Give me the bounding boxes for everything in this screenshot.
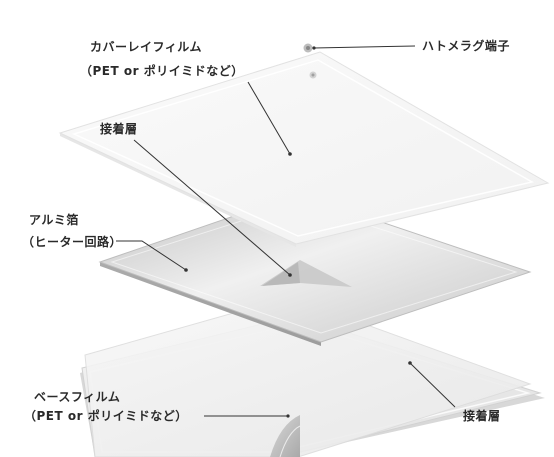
base-film-material-label: （PET or ポリイミドなど） [24,409,188,423]
grommet-terminal-icon [303,43,317,79]
leader-adhesive-upper [133,139,291,276]
cover-film-sheet [58,51,550,247]
lower-adhesive-sheet [84,296,532,457]
cover-film-material-label: （PET or ポリイミドなど） [80,64,244,78]
adhesive-lower-label: 接着層 [463,409,501,423]
aluminum-foil-label: アルミ箔 [29,213,79,227]
cover-film-label: カバーレイフィルム [90,40,203,54]
base-film-label: ベースフィルム [34,390,121,404]
adhesive-upper-label: 接着層 [100,122,138,136]
leader-adhesive-lower [409,362,456,408]
grommet-terminal-label: ハトメラグ端子 [422,39,510,53]
leader-lines [116,45,456,418]
leader-terminal [313,45,416,49]
aluminum-foil-note-label: （ヒーター回路） [22,235,123,249]
leader-cover-film [247,81,291,155]
leader-aluminum-foil [116,240,187,271]
upper-adhesive-sheet [260,260,352,287]
peeled-corner-icon [270,415,301,457]
